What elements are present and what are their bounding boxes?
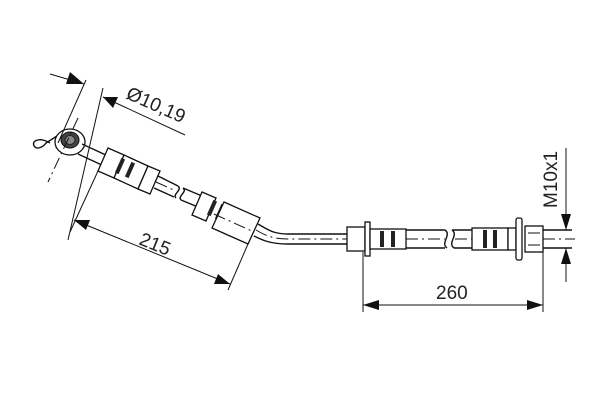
length-dimension-260: 260 [362, 252, 544, 312]
length-260-label: 260 [436, 283, 468, 304]
hose-angled-section [77, 143, 350, 245]
hose-horizontal-section [346, 217, 575, 261]
thread-label: M10x1 [541, 151, 562, 208]
banjo-fitting [32, 117, 86, 183]
thread-dimension: M10x1 [541, 148, 571, 282]
length-215-label: 215 [136, 229, 173, 260]
